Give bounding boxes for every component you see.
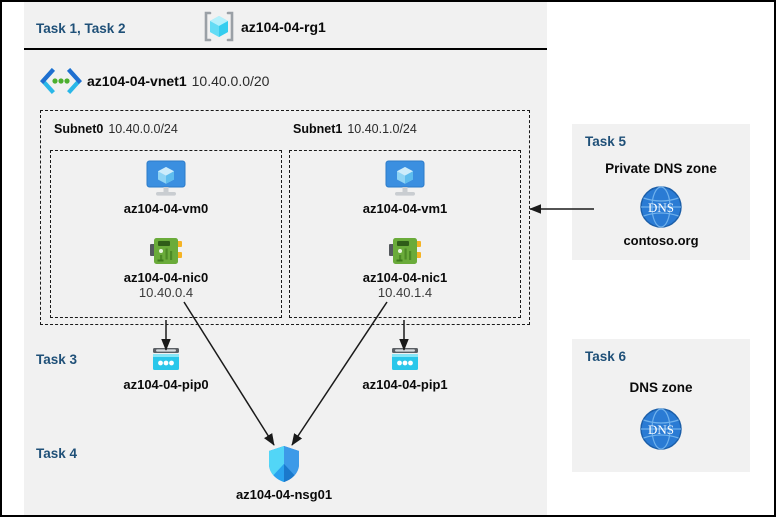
network-interface-icon [148, 235, 184, 267]
task-label-task3: Task 3 [36, 352, 78, 367]
virtual-machine-icon [383, 160, 427, 198]
nsg-node[interactable]: az104-04-nsg01 [224, 445, 344, 502]
public-ip-address-icon [149, 346, 183, 374]
task-label-task5: Task 5 [585, 134, 627, 149]
subnet1-cidr: 10.40.1.0/24 [347, 122, 417, 136]
task-label-task1-task2: Task 1, Task 2 [36, 21, 126, 36]
subnets-container [40, 110, 530, 325]
resource-group-icon [202, 10, 236, 43]
virtual-network-panel [26, 52, 545, 328]
task6-panel [572, 339, 750, 472]
subnet1-body [289, 150, 521, 318]
dns-zone-node[interactable]: DNS [572, 406, 750, 452]
virtual-network-cidr: 10.40.0.0/20 [191, 73, 270, 89]
virtual-network-identity: az104-04-vnet1 10.40.0.0/20 [40, 68, 269, 94]
nic1-name: az104-04-nic1 [362, 270, 448, 285]
nic0-name: az104-04-nic0 [123, 270, 209, 285]
subnet0-header: Subnet0 10.40.0.0/24 [54, 122, 178, 136]
subnet0-body [50, 150, 282, 318]
public-ip-address-icon [388, 346, 422, 374]
subnet1-title: Subnet1 [293, 122, 343, 136]
task-label-task4: Task 4 [36, 446, 78, 461]
subnet1-header: Subnet1 10.40.1.0/24 [293, 122, 417, 136]
network-interface-icon [387, 235, 423, 267]
dns-zone-title: DNS zone [629, 380, 693, 395]
pip0-node[interactable]: az104-04-pip0 [106, 346, 226, 392]
network-security-group-icon [267, 445, 301, 483]
virtual-network-icon [40, 68, 82, 94]
nsg-name: az104-04-nsg01 [235, 487, 333, 502]
virtual-machine-icon [144, 160, 188, 198]
nic1-ip: 10.40.1.4 [377, 285, 433, 300]
resource-group-name: az104-04-rg1 [241, 18, 326, 35]
subnet0-cidr: 10.40.0.0/24 [108, 122, 178, 136]
nic0-node[interactable]: az104-04-nic0 10.40.0.4 [106, 235, 226, 300]
task-label-task6: Task 6 [585, 349, 627, 364]
subnet0-title: Subnet0 [54, 122, 104, 136]
pip0-name: az104-04-pip0 [123, 377, 209, 392]
vm1-name: az104-04-vm1 [362, 201, 448, 216]
pip1-name: az104-04-pip1 [362, 377, 448, 392]
resource-group-identity: az104-04-rg1 [202, 10, 326, 43]
vm0-node[interactable]: az104-04-vm0 [106, 160, 226, 216]
virtual-network-name: az104-04-vnet1 [87, 73, 187, 89]
private-dns-zone-name: contoso.org [623, 233, 699, 248]
pip1-node[interactable]: az104-04-pip1 [345, 346, 465, 392]
svg-text:DNS: DNS [648, 200, 674, 215]
nic0-ip: 10.40.0.4 [138, 285, 194, 300]
svg-text:DNS: DNS [648, 422, 674, 437]
private-dns-zone-title: Private DNS zone [605, 161, 717, 176]
private-dns-zone-node[interactable]: DNS contoso.org [572, 184, 750, 248]
dns-zone-icon: DNS [638, 406, 684, 452]
dns-zone-icon: DNS [638, 184, 684, 230]
resource-group-header [24, 2, 547, 50]
vm0-name: az104-04-vm0 [123, 201, 209, 216]
nic1-node[interactable]: az104-04-nic1 10.40.1.4 [345, 235, 465, 300]
vm1-node[interactable]: az104-04-vm1 [345, 160, 465, 216]
task3-panel [24, 336, 547, 412]
